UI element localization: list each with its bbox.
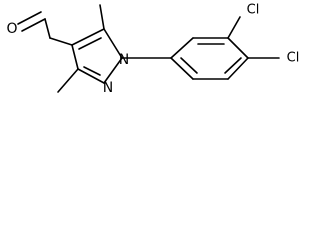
aldehyde-single-bond bbox=[49, 37, 73, 46]
label-layer: O N N Cl Cl bbox=[6, 3, 299, 97]
aldehyde-double-bond-upper bbox=[17, 11, 42, 25]
pyrazole-inner-double-2 bbox=[83, 66, 101, 76]
benzene-bond-3 bbox=[227, 37, 249, 59]
pyrazole-inner-double-1 bbox=[78, 37, 102, 50]
molecule-svg: O N N Cl Cl bbox=[6, 3, 299, 97]
chlorine-right-label: Cl bbox=[287, 51, 300, 66]
pyrazole-n1-n2 bbox=[103, 57, 123, 84]
bond-layer bbox=[17, 4, 280, 93]
pyrazole-c5-n1 bbox=[103, 28, 123, 59]
benzene-bond-6 bbox=[170, 57, 194, 80]
chlorine-top-label: Cl bbox=[247, 3, 260, 18]
pyrazole-c4-c5 bbox=[71, 28, 105, 46]
benzene-bond-4 bbox=[227, 57, 249, 80]
nitrogen-1-label: N bbox=[119, 52, 129, 68]
molecule-diagram: O N N Cl Cl bbox=[0, 0, 308, 124]
aldehyde-double-bond-lower bbox=[21, 18, 46, 32]
pyrazole-c3-c4 bbox=[71, 44, 79, 70]
benzene-inner-double-3 bbox=[180, 57, 198, 74]
pyrazole-c5-methyl bbox=[99, 4, 105, 30]
chlorine-top-bond bbox=[227, 16, 241, 39]
nitrogen-2-label: N bbox=[103, 80, 113, 96]
pyrazole-c3-methyl bbox=[57, 68, 79, 93]
aldehyde-c-o-connector bbox=[44, 18, 51, 39]
oxygen-label: O bbox=[6, 21, 17, 37]
benzene-bond-1 bbox=[170, 37, 194, 59]
benzene-inner-double-2 bbox=[224, 57, 242, 74]
pyrazole-n2-c3 bbox=[77, 68, 105, 84]
